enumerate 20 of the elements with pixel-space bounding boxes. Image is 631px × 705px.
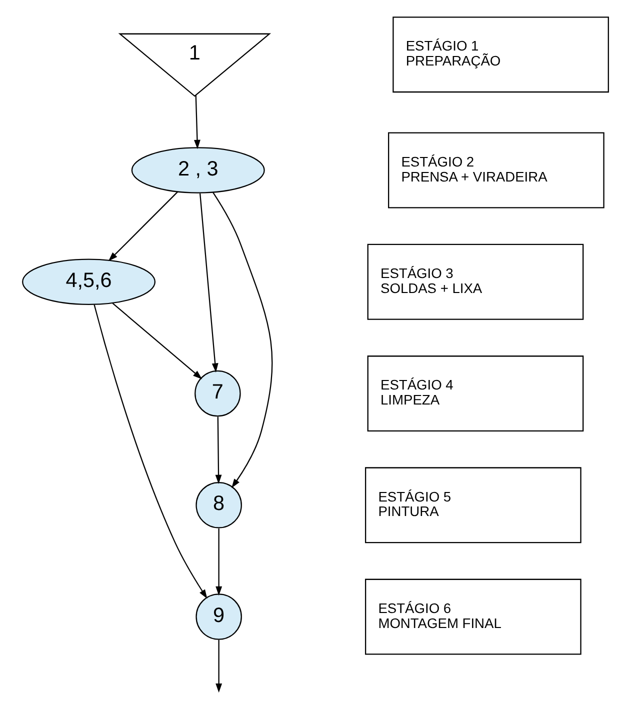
arrow <box>199 193 218 373</box>
node-box: ESTÁGIO 3 SOLDAS + LIXA <box>367 244 584 320</box>
node-ellipse: 2 , 3 <box>131 147 265 194</box>
node-ellipse: 4,5,6 <box>22 258 156 306</box>
node-circle: 8 <box>196 482 242 528</box>
node-box: ESTÁGIO 1 PREPARAÇÃO <box>392 16 609 93</box>
arrow <box>112 302 202 380</box>
node-box: ESTÁGIO 2 PRENSA + VIRADEIRA <box>388 132 604 208</box>
arrow <box>94 304 208 599</box>
arrow <box>216 640 222 693</box>
arrow <box>215 416 222 484</box>
arrow <box>212 192 273 488</box>
node-circle: 9 <box>196 594 242 640</box>
arrow <box>216 528 222 596</box>
node-box: ESTÁGIO 4 LIMPEZA <box>367 356 584 432</box>
node-box: ESTÁGIO 5 PINTURA <box>365 467 582 544</box>
arrow <box>108 192 178 262</box>
node-circle: 7 <box>194 370 241 417</box>
arrow <box>194 95 200 150</box>
node-box: ESTÁGIO 6 MONTAGEM FINAL <box>365 578 582 655</box>
